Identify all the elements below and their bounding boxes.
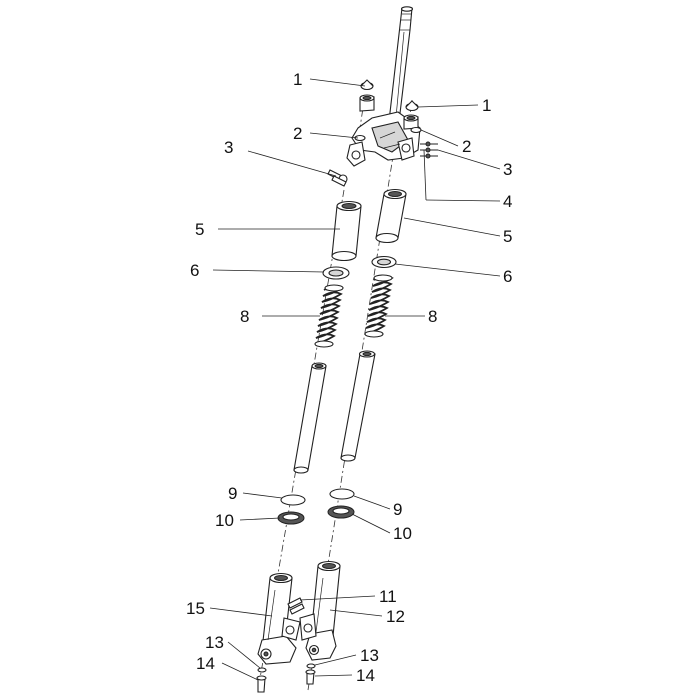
seal-right [327,505,355,519]
callout-9-right: 9 [393,500,402,519]
callout-6-left: 6 [190,261,199,280]
steering-yoke [346,111,421,167]
callout-10-left: 10 [215,511,234,530]
callout-9-left: 9 [228,484,237,503]
washer-13-right [306,663,316,669]
leader-lines [209,78,501,681]
callout-4: 4 [503,192,512,211]
callout-6-right: 6 [503,267,512,286]
fork-slider-left [257,572,301,665]
collar-right [403,114,419,130]
sleeve-left [331,200,362,262]
callout-13-left: 13 [205,633,224,652]
callout-12: 12 [386,607,405,626]
callout-5-right: 5 [503,227,512,246]
callout-11: 11 [379,587,397,606]
callout-14-right: 14 [356,666,375,685]
ring-left [322,266,350,280]
callout-15: 15 [186,599,205,618]
callout-5-left: 5 [195,220,204,239]
circlip-right [329,488,355,500]
fork-slider-right [299,560,341,661]
callout-10-right: 10 [393,524,412,543]
fork-tube-left [293,362,327,474]
sleeve-right [375,188,407,244]
callout-3-right: 3 [503,160,512,179]
callout-2-left: 2 [293,124,302,143]
seal-left [277,511,305,525]
cap-left [360,79,374,91]
callout-3-left: 3 [224,138,233,157]
spring-right [364,274,394,338]
spring-left [314,284,344,348]
callout-8-left: 8 [240,307,249,326]
callout-1-right: 1 [482,96,491,115]
washer-13-left [257,667,267,673]
callout-8-right: 8 [428,307,437,326]
bolt-14-left [256,675,267,693]
fork-tube-right [340,350,376,462]
ring-right [371,255,397,269]
cap-right [405,100,419,112]
washer-right [410,126,422,134]
callout-1-left: 1 [293,70,302,89]
callout-14-left: 14 [196,654,215,673]
callout-13-right: 13 [360,646,379,665]
bolts-left [327,169,348,187]
bolt-14-right [305,669,316,685]
steering-tube [387,6,414,131]
collar-left [359,94,375,112]
callout-labels: 1 1 2 2 3 3 4 5 5 6 6 8 8 9 9 10 10 11 1… [186,70,512,685]
callout-2-right: 2 [462,137,471,156]
bolt-11 [287,597,305,615]
circlip-left [280,494,306,506]
